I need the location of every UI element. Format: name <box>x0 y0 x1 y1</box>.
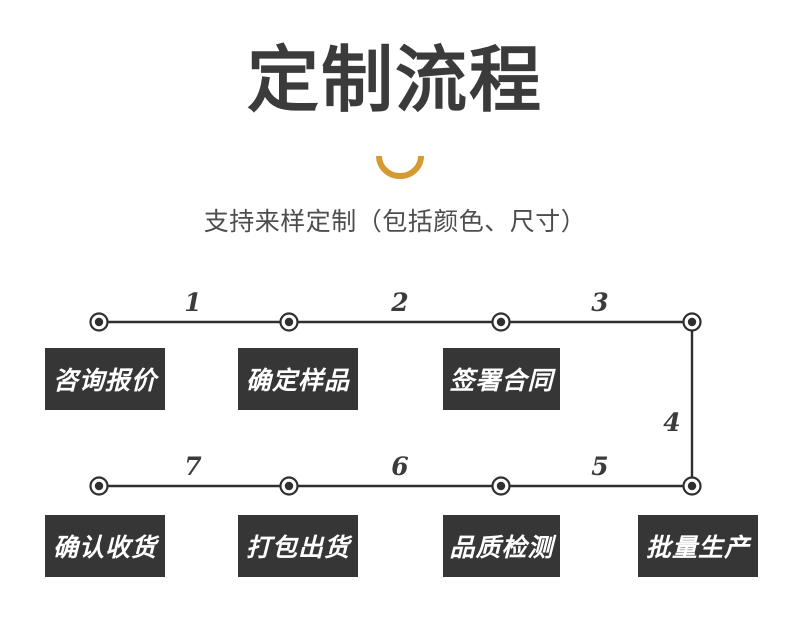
step-number-2: 2 <box>391 288 409 317</box>
node-dot <box>94 481 104 491</box>
flow-node-marker[interactable] <box>682 476 702 496</box>
step-box[interactable]: 批量生产 <box>638 515 758 577</box>
node-ring <box>682 312 702 332</box>
node-dot <box>94 317 104 327</box>
page-subtitle: 支持来样定制（包括颜色、尺寸） <box>203 207 587 236</box>
page-title: 定制流程 <box>246 38 543 122</box>
node-dot <box>687 481 697 491</box>
flow-node-marker[interactable] <box>89 312 109 332</box>
step-box[interactable]: 确认收货 <box>45 515 165 577</box>
node-ring <box>279 476 299 496</box>
node-ring <box>491 476 511 496</box>
step-number-4: 4 <box>663 408 681 437</box>
step-box[interactable]: 品质检测 <box>443 515 560 577</box>
step-number-6: 6 <box>391 452 409 481</box>
step-number-1: 1 <box>184 288 202 317</box>
step-number-5: 5 <box>591 452 609 481</box>
step-box-label: 确定样品 <box>245 366 350 395</box>
step-box-label: 品质检测 <box>449 533 554 562</box>
step-box[interactable]: 确定样品 <box>238 348 358 410</box>
node-dot <box>284 317 294 327</box>
step-number-7: 7 <box>184 452 202 481</box>
step-box-label: 签署合同 <box>449 366 554 395</box>
flow-node-marker[interactable] <box>279 312 299 332</box>
step-box[interactable]: 签署合同 <box>443 348 560 410</box>
flow-node-marker[interactable] <box>89 476 109 496</box>
arc-underline-icon <box>374 152 426 182</box>
step-box-label: 确认收货 <box>52 533 157 562</box>
node-dot <box>687 317 697 327</box>
node-ring <box>279 312 299 332</box>
flow-node-marker[interactable] <box>491 476 511 496</box>
node-ring <box>491 312 511 332</box>
flow-node-marker[interactable] <box>491 312 511 332</box>
node-ring <box>89 312 109 332</box>
node-dot <box>496 481 506 491</box>
step-number-3: 3 <box>591 288 609 317</box>
flow-node-marker[interactable] <box>279 476 299 496</box>
step-box-label: 打包出货 <box>245 533 350 562</box>
step-box[interactable]: 打包出货 <box>238 515 358 577</box>
flow-node-marker[interactable] <box>682 312 702 332</box>
node-ring <box>682 476 702 496</box>
step-box[interactable]: 咨询报价 <box>45 348 165 410</box>
node-ring <box>89 476 109 496</box>
node-dot <box>496 317 506 327</box>
step-box-label: 批量生产 <box>645 533 750 562</box>
step-box-label: 咨询报价 <box>52 366 157 395</box>
node-dot <box>284 481 294 491</box>
